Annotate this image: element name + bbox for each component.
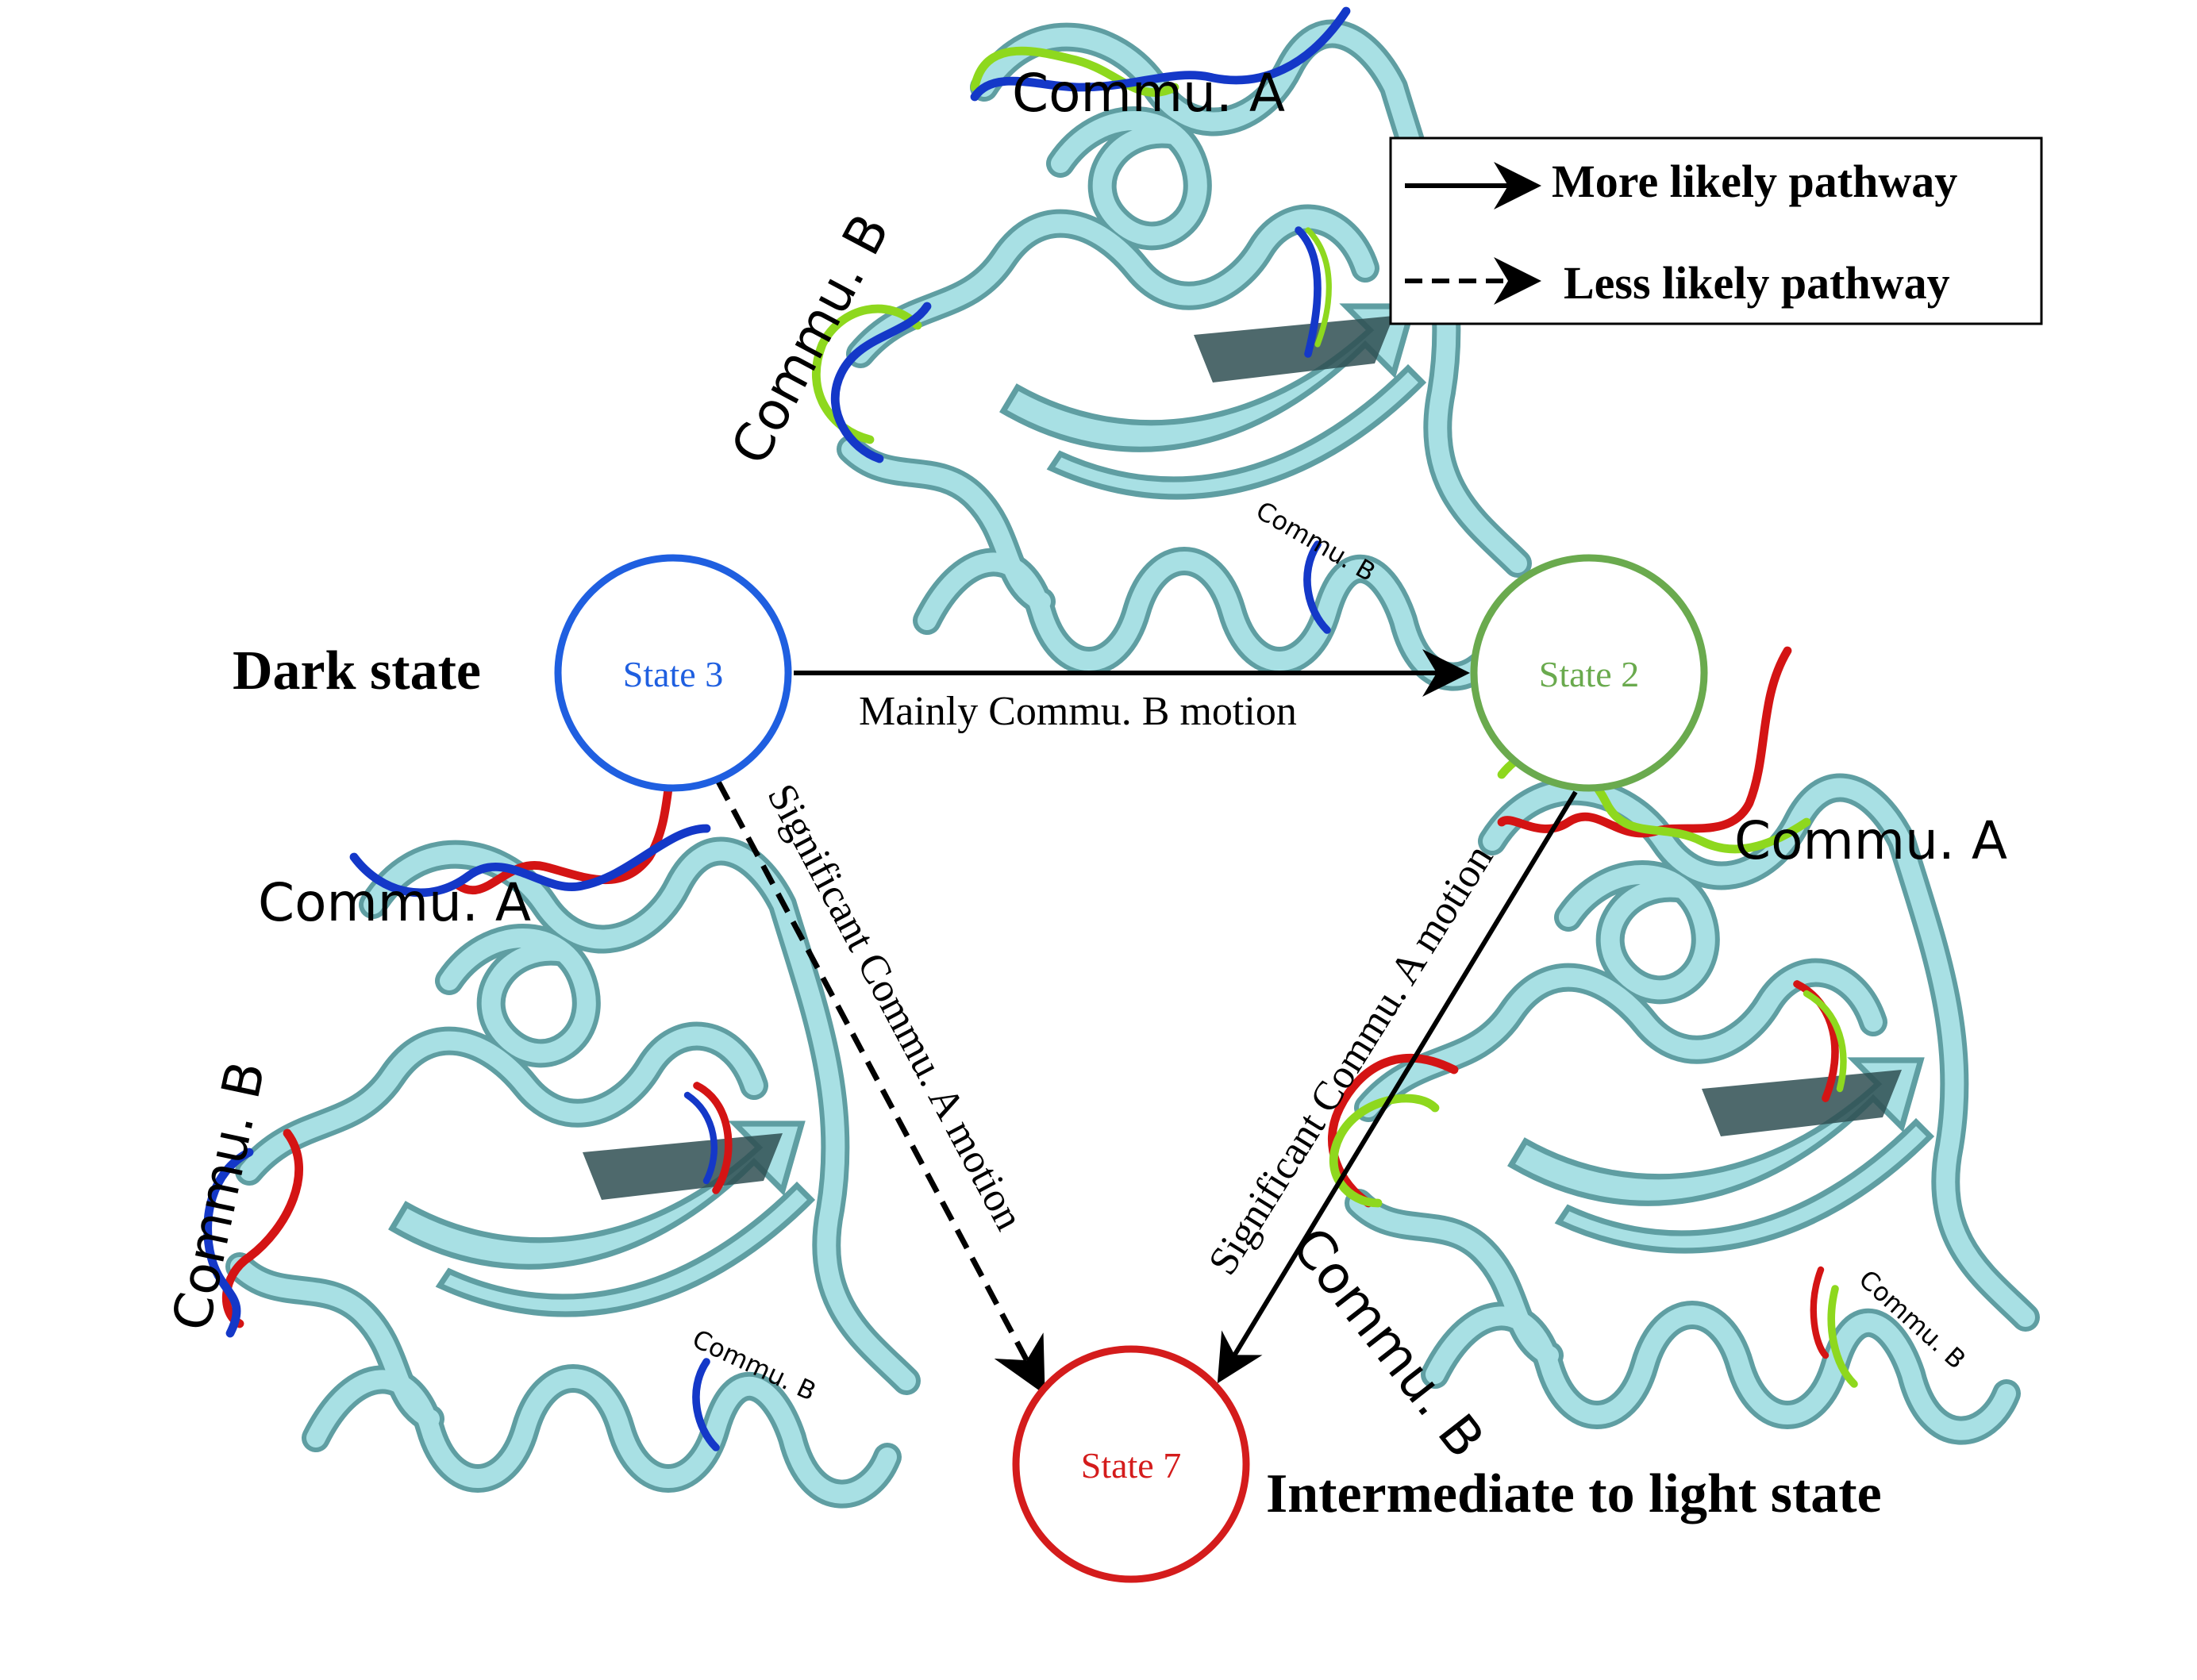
legend-dashed-label: Less likely pathway — [1564, 257, 1950, 309]
commu-b-loop-red — [221, 1128, 303, 1328]
commu-b-loop-red — [1328, 1053, 1459, 1208]
commu-b-lower-loop-red — [1810, 1266, 1830, 1359]
state2-label: State 2 — [1539, 654, 1639, 694]
label-commu-b-top-small: Commu. B — [1251, 495, 1380, 587]
state3-circle — [554, 554, 792, 792]
commu-b-small-loop-blue — [1295, 226, 1322, 358]
state3-label: State 3 — [623, 654, 723, 694]
commu-a-loop-green — [970, 46, 1179, 97]
dark-state-label: Dark state — [233, 640, 481, 702]
intermediate-state-label: Intermediate to light state — [1266, 1463, 1882, 1524]
label-commu-a-right: Commu. A — [1734, 810, 2007, 871]
commu-a-loop-blue — [970, 6, 1351, 102]
commu-b-lower-loop-blue — [692, 1358, 720, 1451]
commu-b-loop-blue — [830, 302, 932, 463]
commu-b-small-loop-green — [1803, 990, 1847, 1093]
commu-b-lower-loop-green — [1827, 1285, 1858, 1388]
label-commu-a-top: Commu. A — [1012, 63, 1285, 124]
commu-b-small-loop-red — [693, 1082, 733, 1194]
protein-structure-top — [811, 6, 1518, 677]
commu-b-small-loop-blue — [683, 1091, 718, 1185]
legend-solid-label: More likely pathway — [1552, 156, 1957, 207]
protein-structure-bottom-left — [203, 690, 906, 1494]
state2-circle — [1470, 554, 1708, 792]
commu-b-loop-blue — [203, 1148, 254, 1338]
commu-b-loop-green — [1329, 1094, 1440, 1208]
commu-a-loop-blue — [349, 824, 711, 898]
commu-b-lower-loop-blue — [1303, 540, 1331, 634]
arrow-state2-to-state7 — [1217, 790, 1578, 1384]
arrow-state3-to-state7 — [715, 780, 1045, 1395]
commu-b-small-loop-green — [1305, 227, 1332, 348]
legend: More likely pathway Less likely pathway — [1389, 136, 2043, 325]
label-commu-a-left: Commu. A — [258, 872, 531, 933]
state7-circle — [1012, 1345, 1250, 1583]
pathway-label-state3-state2: Mainly Commu. B motion — [859, 689, 1297, 734]
state7-label: State 7 — [1081, 1445, 1181, 1486]
